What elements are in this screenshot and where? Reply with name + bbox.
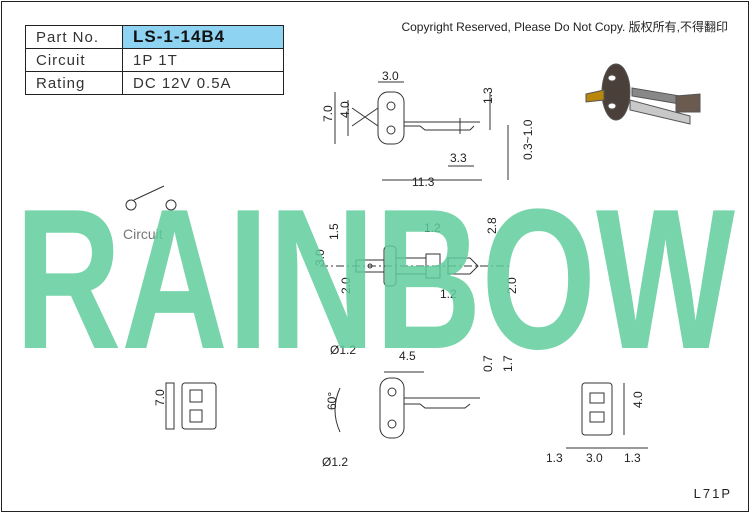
dim-front-hole2: Ø1.2 <box>322 455 348 469</box>
spec-value: DC 12V 0.5A <box>122 71 284 95</box>
right-view <box>566 382 648 449</box>
dim-front-hole: Ø1.2 <box>330 343 356 357</box>
dim-right-c: 1.3 <box>624 451 641 465</box>
dim-front-width: 4.5 <box>399 349 416 363</box>
dim-left-height: 7.0 <box>153 389 167 406</box>
dim-side-f: 2.0 <box>505 277 519 294</box>
dim-side-e: 1.2 <box>440 287 457 301</box>
dim-front-angle: 60° <box>325 392 339 410</box>
page-code: L71P <box>693 486 732 501</box>
rainbow-watermark: RAINBOW <box>15 168 735 380</box>
watermark-text: RAINBOW <box>15 168 735 380</box>
dim-front-t1: 0.7 <box>481 355 495 372</box>
dim-right-b: 3.0 <box>586 451 603 465</box>
dim-length: 11.3 <box>412 175 435 189</box>
circuit-label: Circuit <box>123 226 163 242</box>
dim-tab: 3.3 <box>450 151 467 165</box>
dim-pin-height: 1.3 <box>481 87 495 104</box>
spec-table: Part No. LS-1-14B4 Circuit 1P 1T Rating … <box>25 25 284 95</box>
dim-side-height: 3.0 <box>313 249 327 266</box>
front-view <box>334 371 480 439</box>
top-view <box>334 81 509 181</box>
dim-right-height: 4.0 <box>631 391 645 408</box>
dim-gap: 0.3~1.0 <box>521 119 535 160</box>
dim-front-t2: 1.7 <box>501 355 515 372</box>
dim-side-d: 2.0 <box>339 277 353 294</box>
dim-side-c: 2.8 <box>485 217 499 234</box>
dim-top-height: 7.0 <box>321 105 335 122</box>
dim-top-body: 4.0 <box>338 101 352 118</box>
left-view <box>165 382 217 430</box>
copyright-notice: Copyright Reserved, Please Do Not Copy. … <box>401 20 728 34</box>
circuit-symbol <box>125 185 177 211</box>
dim-side-b: 1.2 <box>424 221 441 235</box>
part-number: LS-1-14B4 <box>122 25 284 49</box>
dim-right-a: 1.3 <box>546 451 563 465</box>
spec-key: Rating <box>25 71 123 95</box>
dim-top-width: 3.0 <box>382 69 399 83</box>
side-view <box>320 245 510 287</box>
product-illustration <box>585 63 701 125</box>
dim-side-a: 1.5 <box>327 223 341 240</box>
spec-row-part-no: Part No. LS-1-14B4 <box>25 25 284 49</box>
spec-row-rating: Rating DC 12V 0.5A <box>25 71 284 95</box>
spec-key: Circuit <box>25 48 123 72</box>
